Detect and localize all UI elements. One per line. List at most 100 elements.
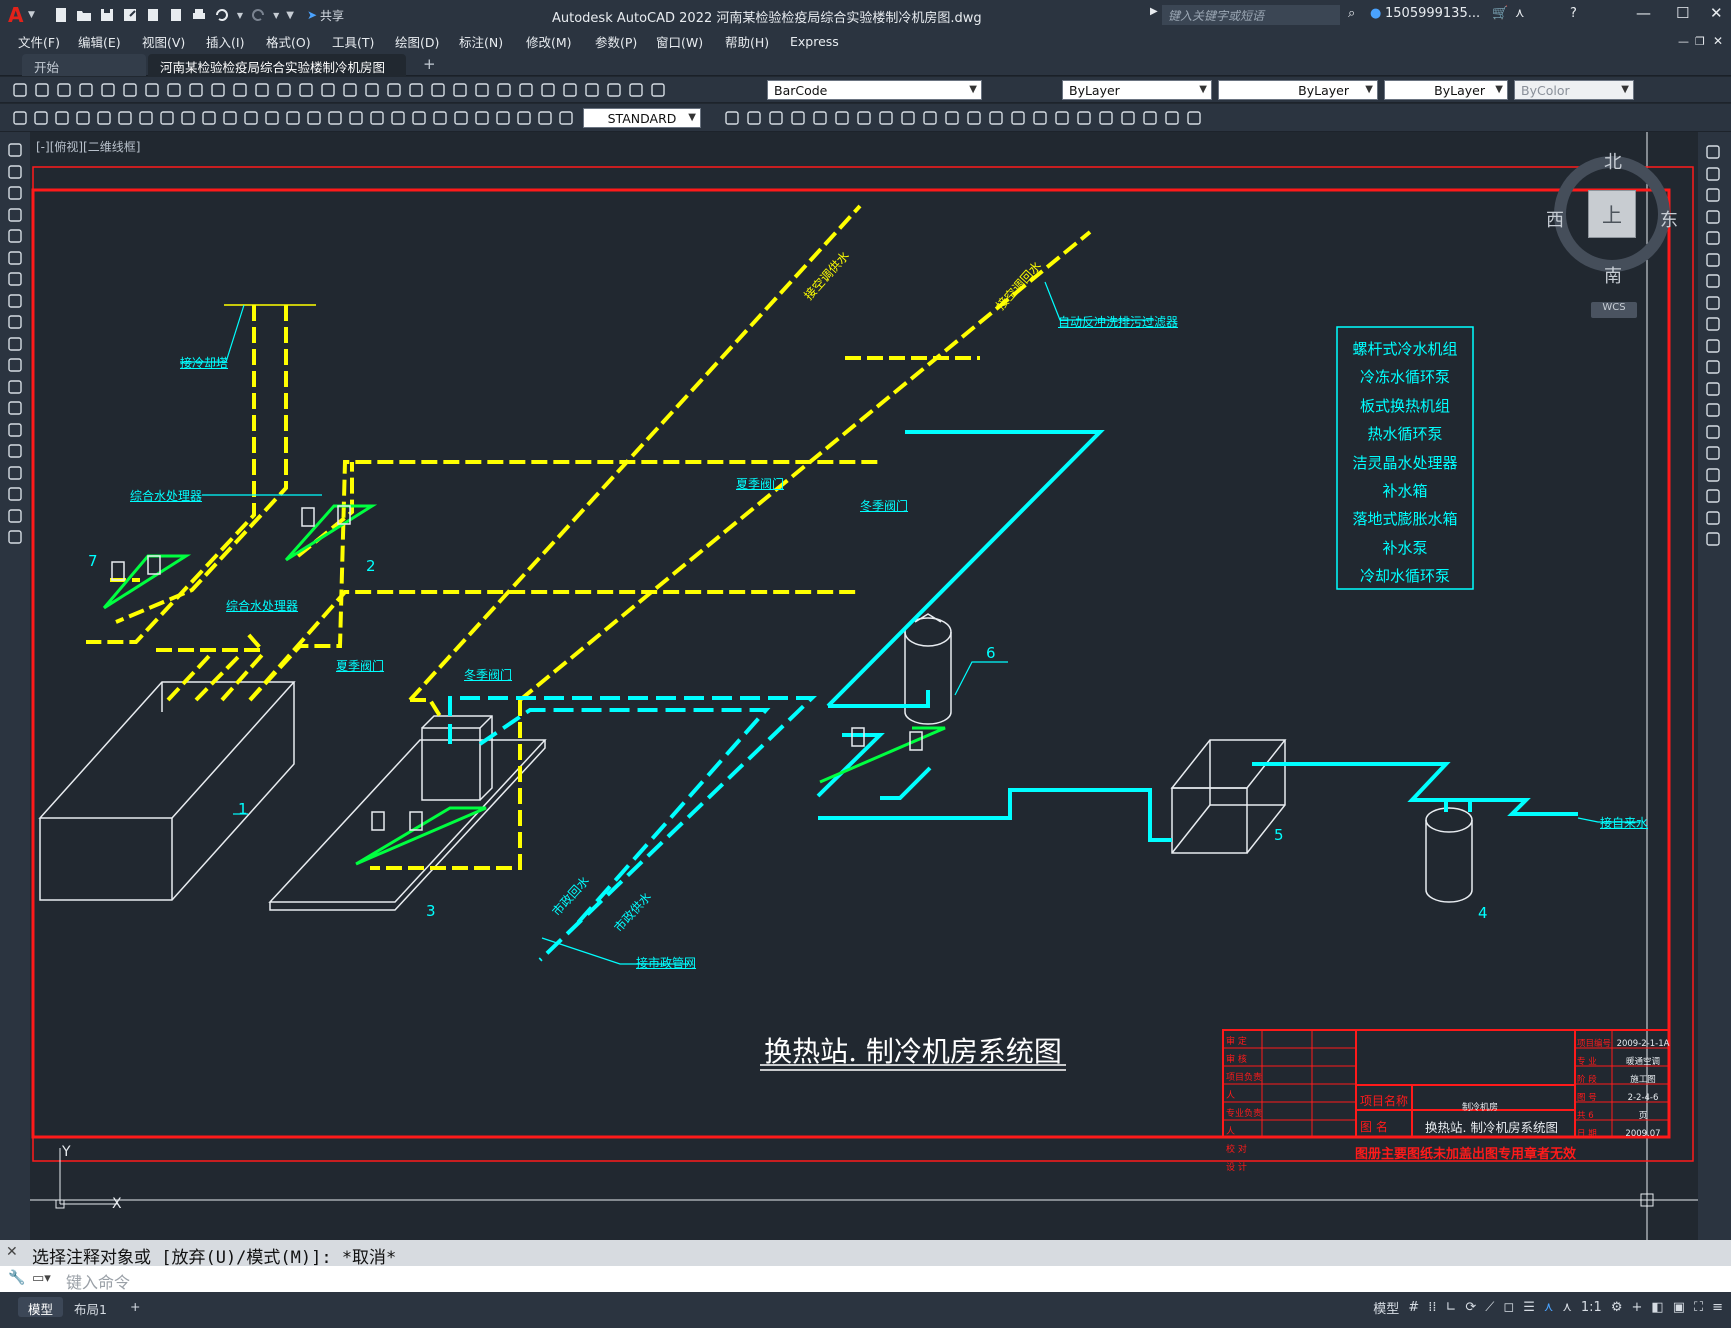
center-mark-icon[interactable]: [834, 110, 850, 126]
polygon-icon[interactable]: [7, 207, 23, 223]
dim-arc-icon[interactable]: [54, 110, 70, 126]
viewcube-east[interactable]: 东: [1660, 210, 1678, 231]
plot-icon[interactable]: [191, 7, 207, 23]
dim-arc-icon[interactable]: [558, 110, 574, 126]
tolerance-icon[interactable]: [1076, 110, 1092, 126]
new-icon[interactable]: [12, 82, 28, 98]
clean-screen-icon[interactable]: ⛶: [1693, 1300, 1704, 1315]
3d-extrude-icon[interactable]: [900, 110, 916, 126]
redo-icon[interactable]: [250, 7, 266, 23]
undo-dropdown-icon[interactable]: ▼: [236, 10, 244, 20]
add-selected-icon[interactable]: [7, 508, 23, 524]
dim-aligned-icon[interactable]: [33, 110, 49, 126]
rotate-icon[interactable]: [1705, 273, 1721, 289]
help-icon[interactable]: ?: [1570, 6, 1577, 21]
user-icon[interactable]: ●: [1370, 6, 1382, 21]
dim-aligned-icon[interactable]: [944, 110, 960, 126]
viewcube-top[interactable]: 上: [1588, 190, 1636, 238]
dim-angular-icon[interactable]: [1032, 110, 1048, 126]
break-icon[interactable]: [1705, 381, 1721, 397]
command-prompt-icon[interactable]: ▭▾: [32, 1271, 51, 1286]
blend-icon[interactable]: [1705, 467, 1721, 483]
join-icon[interactable]: [1705, 402, 1721, 418]
copy-object-icon[interactable]: [1705, 166, 1721, 182]
point-icon[interactable]: [7, 400, 23, 416]
save-icon[interactable]: [452, 82, 468, 98]
open-icon[interactable]: [76, 7, 92, 23]
erase-icon[interactable]: [1705, 144, 1721, 160]
auto-scale-icon[interactable]: ⋏: [1562, 1300, 1572, 1315]
model-space-button[interactable]: 模型: [1373, 1302, 1400, 1317]
menu-modify[interactable]: 修改(M): [526, 34, 572, 50]
menu-express[interactable]: Express: [790, 33, 839, 49]
polyline-icon[interactable]: [7, 185, 23, 201]
center-mark-icon[interactable]: [180, 110, 196, 126]
menu-tools[interactable]: 工具(T): [332, 34, 375, 50]
offset-icon[interactable]: [1705, 209, 1721, 225]
3d-box-icon[interactable]: [1120, 110, 1136, 126]
wrench-icon[interactable]: 🔧: [8, 1270, 26, 1286]
menu-window[interactable]: 窗口(W): [656, 34, 704, 50]
minimize-button[interactable]: —: [1636, 4, 1651, 22]
undo-icon[interactable]: [232, 82, 248, 98]
dim-ordinate-icon[interactable]: [327, 110, 343, 126]
tab-add-layout[interactable]: +: [130, 1299, 141, 1314]
line-icon[interactable]: [7, 529, 23, 545]
dim-angular-icon[interactable]: [117, 110, 133, 126]
customize-qat-icon[interactable]: ▼: [286, 9, 294, 21]
cut-icon[interactable]: [144, 82, 160, 98]
menu-insert[interactable]: 插入(I): [206, 34, 245, 50]
dim-baseline-icon[interactable]: [138, 110, 154, 126]
xline-icon[interactable]: [7, 164, 23, 180]
rectangle-icon[interactable]: [7, 228, 23, 244]
dim-baseline-icon[interactable]: [790, 110, 806, 126]
revcloud-icon[interactable]: [7, 293, 23, 309]
save-web-icon[interactable]: [168, 7, 184, 23]
new-icon[interactable]: [408, 82, 424, 98]
center-mark-icon[interactable]: [432, 110, 448, 126]
copy-icon[interactable]: [166, 82, 182, 98]
hardware-accel-icon[interactable]: ▣: [1672, 1300, 1685, 1315]
dim-radius-icon[interactable]: [1010, 110, 1026, 126]
polar-icon[interactable]: ⟳: [1465, 1300, 1477, 1315]
search-input[interactable]: 键入关键字或短语: [1162, 5, 1340, 25]
snap-icon[interactable]: ⁞⁞: [1428, 1300, 1437, 1315]
menu-edit[interactable]: 编辑(E): [78, 34, 121, 50]
save-as-icon[interactable]: [122, 7, 138, 23]
copy-icon[interactable]: [562, 82, 578, 98]
dim-radius-icon[interactable]: [746, 110, 762, 126]
mirror-icon[interactable]: [1705, 187, 1721, 203]
ellipse-icon[interactable]: [7, 336, 23, 352]
menu-file[interactable]: 文件(F): [18, 34, 60, 50]
chamfer-icon[interactable]: [1705, 424, 1721, 440]
menu-view[interactable]: 视图(V): [142, 34, 186, 50]
dim-linear-icon[interactable]: [264, 110, 280, 126]
viewcube-south[interactable]: 南: [1604, 266, 1622, 287]
open-icon[interactable]: [430, 82, 446, 98]
explode-icon[interactable]: [1705, 488, 1721, 504]
3d-box-icon[interactable]: [856, 110, 872, 126]
layer-icon[interactable]: [386, 82, 402, 98]
menu-dimension[interactable]: 标注(N): [459, 34, 504, 50]
pan-icon[interactable]: [276, 82, 292, 98]
tolerance-icon[interactable]: [159, 110, 175, 126]
isolate-icon[interactable]: ◧: [1651, 1300, 1664, 1315]
dim-radius-icon[interactable]: [96, 110, 112, 126]
3d-sphere-icon[interactable]: [474, 110, 490, 126]
dim-arc-icon[interactable]: [306, 110, 322, 126]
plotstyle-dropdown[interactable]: ByColor▼: [1514, 80, 1634, 100]
dim-arc-icon[interactable]: [966, 110, 982, 126]
osnap-tracking-icon[interactable]: ⟋: [1485, 1300, 1495, 1315]
region-icon[interactable]: [7, 443, 23, 459]
app-menu-chevron-icon[interactable]: ▼: [28, 10, 35, 20]
wcs-menu[interactable]: WCS: [1591, 302, 1637, 318]
help-icon[interactable]: [364, 82, 380, 98]
copy-object-icon[interactable]: [1705, 531, 1721, 547]
gear-icon[interactable]: ⚙: [1610, 1300, 1623, 1315]
dim-linear-icon[interactable]: [516, 110, 532, 126]
zoom-icon[interactable]: [298, 82, 314, 98]
lineweight-dropdown[interactable]: ByLayer▼: [1384, 80, 1508, 100]
fillet-icon[interactable]: [1705, 445, 1721, 461]
line-icon[interactable]: [7, 142, 23, 158]
make-block-icon[interactable]: [7, 379, 23, 395]
